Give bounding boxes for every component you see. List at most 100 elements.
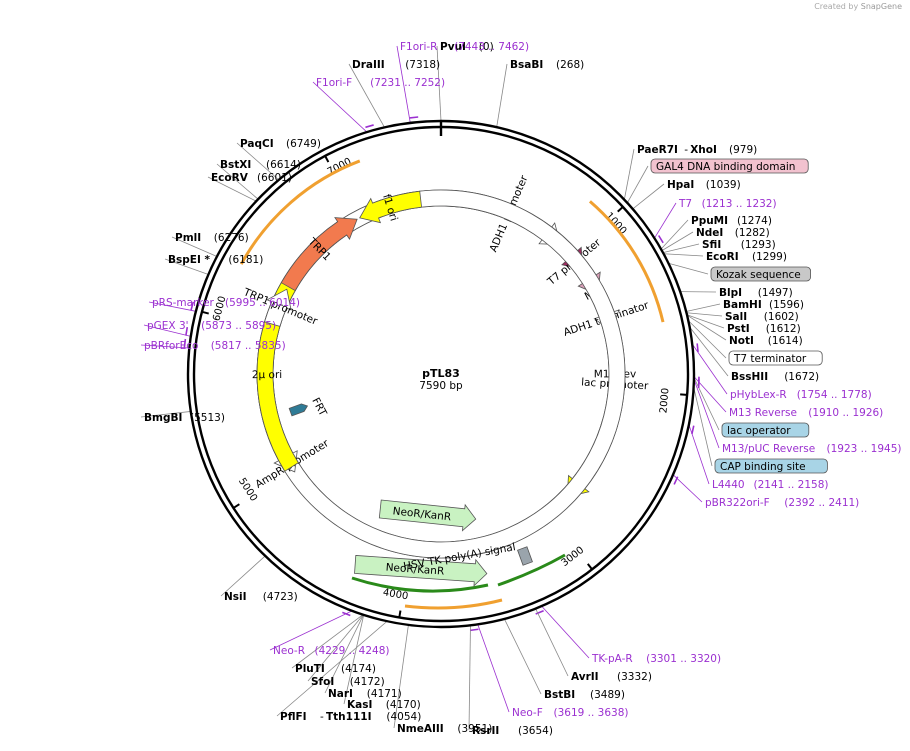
strand-arcs (239, 159, 665, 610)
leader-line (687, 320, 727, 359)
tick-mark-1000 (617, 206, 624, 213)
inner-feature-hsv-tk-poly-a-signal (517, 546, 533, 566)
label-f1ori-f: F1ori-F(7231 .. 7252) (316, 77, 445, 89)
site-position: (5873 .. 5895) (201, 320, 276, 332)
site-position: (3489) (590, 689, 625, 701)
leader-line (661, 231, 694, 251)
frt-label: FRT (309, 396, 329, 419)
site-position: (1299) (752, 251, 787, 263)
leader-line (662, 243, 700, 254)
site-position: (7318) (405, 59, 440, 71)
site-name: BspEI * (168, 254, 211, 266)
tick-mark-4000 (398, 610, 402, 618)
feature-box-label: lac operator (727, 425, 791, 437)
leader-line (140, 344, 190, 349)
feature-box-label: Kozak sequence (716, 269, 801, 281)
site-name: KasI (347, 699, 372, 711)
tick-label-2000: 2000 (658, 387, 671, 413)
site-name: RsrII (472, 725, 499, 737)
label-sali: SalI(1602) (725, 311, 799, 323)
primer-mark (673, 476, 679, 485)
label-psti: PstI(1612) (727, 323, 801, 335)
site-position: (6276) (214, 232, 249, 244)
leader-line (312, 81, 368, 133)
site-position: (6601) (257, 172, 292, 184)
site-position: (0) (479, 41, 494, 53)
tick-mark-3000 (587, 563, 593, 571)
label-pbrforeco: pBRforEco (5817 .. 5835) (144, 340, 286, 352)
leader-line (307, 614, 364, 682)
label-ndei: NdeI(1282) (696, 227, 770, 239)
site-name: pBRforEco (144, 340, 198, 352)
site-name: NdeI (696, 227, 723, 239)
primer-mark (696, 343, 699, 353)
site-name: EcoRI (706, 251, 739, 263)
tick-mark-2000 (680, 393, 688, 396)
feature-box (710, 266, 811, 282)
site-name: PpuMI (691, 215, 728, 227)
site-position: (4170) (386, 699, 421, 711)
label-sfii: SfiI(1293) (702, 239, 776, 251)
hsv-tk-polya-block (517, 546, 533, 566)
site-name: BssHII (731, 371, 768, 383)
site-position: (5817 .. 5835) (211, 340, 286, 352)
label-t7-terminator: T7 terminator (728, 350, 823, 366)
site-name: BmgBI (144, 412, 182, 424)
site-position: (1596) (769, 299, 804, 311)
site-name: PmlI (175, 232, 201, 244)
site-name: PstI (727, 323, 750, 335)
leader-line (686, 303, 721, 312)
site-position: (5995 .. 6014) (225, 297, 300, 309)
leader-line (504, 618, 542, 695)
leader-line (468, 625, 471, 731)
feature-label-2-ori: 2μ ori (252, 369, 282, 381)
label-nmeaiii: NmeAIII (3951) (397, 723, 492, 735)
leader-line (668, 262, 709, 275)
separator-dash: - (320, 711, 324, 723)
leader-line (691, 343, 728, 395)
leader-line (396, 45, 411, 123)
tick-mark-7000 (324, 155, 330, 163)
feature-trp1-promoter (264, 288, 292, 327)
site-name: NmeAIII (397, 723, 444, 735)
site-position: (4229 .. 4248) (315, 645, 390, 657)
label-m13-reverse: M13 Reverse(1910 .. 1926) (729, 407, 883, 419)
feature-box (721, 422, 810, 438)
label-paqci: PaqCI(6749) (240, 138, 321, 150)
site-position: (1614) (768, 335, 803, 347)
site-position: (2141 .. 2158) (754, 479, 829, 491)
leader-line (477, 624, 510, 713)
label-ecori: EcoRI (1299) (706, 251, 787, 263)
leader-line (693, 386, 713, 467)
site-name: M13 Reverse (729, 407, 797, 419)
primer-mark (185, 327, 189, 336)
site-position: (1213 .. 1232) (702, 198, 777, 210)
label-kasi: KasI (4170) (347, 699, 421, 711)
site-name: EcoRV (211, 172, 249, 184)
site-position: (2392 .. 2411) (784, 497, 859, 509)
feature-box (650, 158, 809, 174)
label-nsii: NsiI(4723) (224, 591, 298, 603)
leader-line (496, 63, 508, 128)
inner-feature-neor-kanr: NeoR/KanR (378, 499, 477, 532)
label-bmgbi: BmgBI(5513) (144, 412, 225, 424)
label-pgex-3: pGEX 3'(5873 .. 5895) (147, 320, 276, 332)
site-name: NotI (729, 335, 754, 347)
neor-kanr-arrow (378, 499, 477, 532)
tick-label-1000: 1000 (603, 211, 628, 237)
inner-feature-neor-kanr: NeoR/KanR (354, 554, 488, 587)
leader-line (164, 258, 209, 275)
site-name: NsiI (224, 591, 247, 603)
leader-line (693, 379, 720, 449)
leader-line (269, 610, 353, 651)
site-name: L4440 (712, 479, 745, 491)
feature-trp1 (280, 217, 358, 292)
site-position: (1923 .. 1945) (827, 443, 902, 455)
site-position: (3951) (457, 723, 492, 735)
label-neo-f: Neo-F(3619 .. 3638) (512, 707, 629, 719)
leader-line (324, 614, 364, 694)
label-leader-lines (140, 45, 729, 731)
orange-strand-arc (404, 598, 503, 610)
